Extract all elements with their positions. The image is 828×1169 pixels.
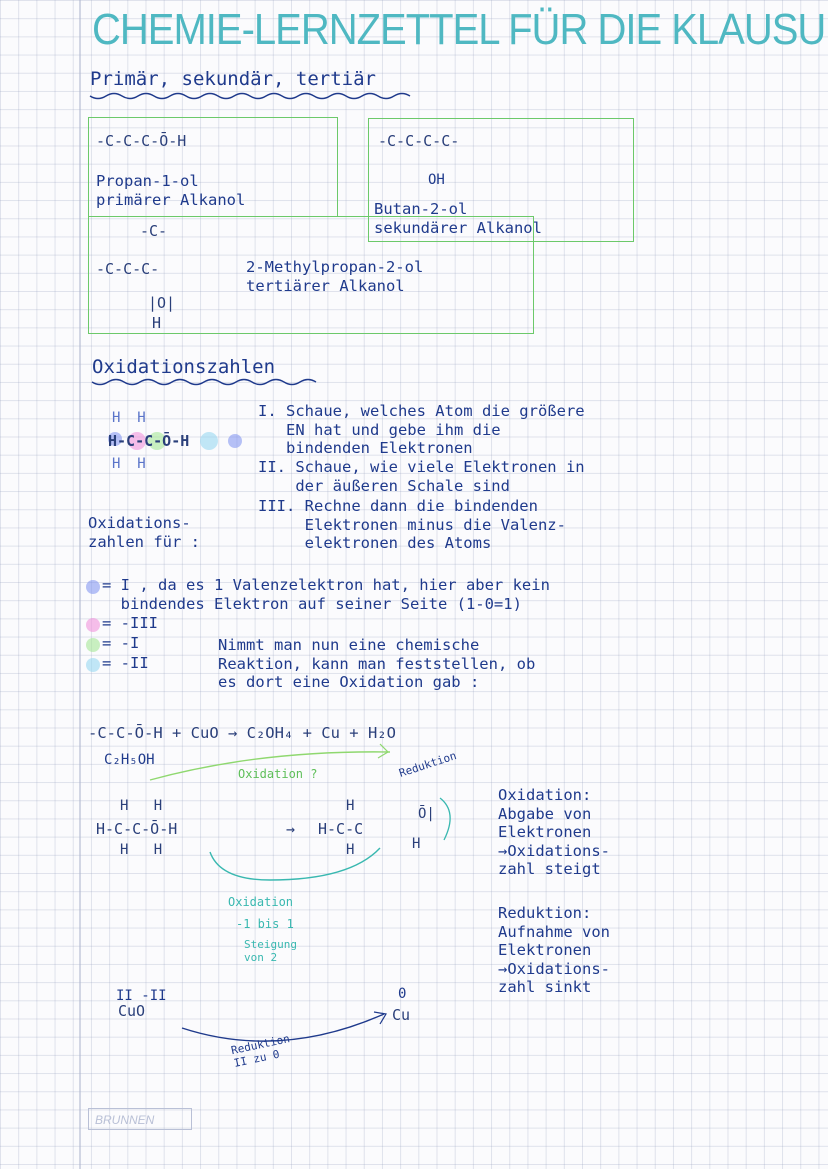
right-molecule: H-C-C xyxy=(318,820,364,838)
highlight-h-left xyxy=(108,432,122,446)
legend-text-4: = -II xyxy=(102,654,149,672)
methylpropanol-top: -C- xyxy=(140,222,168,240)
legend-swatch-2 xyxy=(86,618,100,632)
page-title: CHEMIE-LERNZETTEL FÜR DIE KLAUSUR xyxy=(92,6,828,54)
box-methylpropanol xyxy=(88,216,534,334)
step-2: II. Schaue, wie viele Elektronen in der … xyxy=(258,458,585,495)
highlight-h-right xyxy=(228,434,242,448)
change-rise: Steigung von 2 xyxy=(244,938,297,964)
definition-reduktion: Reduktion: Aufnahme von Elektronen →Oxid… xyxy=(498,904,610,996)
right-molecule-bottom-h: H xyxy=(346,842,355,858)
butanol-oh: OH xyxy=(428,172,445,188)
legend-swatch-3 xyxy=(86,638,100,652)
cu-oxidation-number: 0 xyxy=(398,986,407,1002)
box-butanol xyxy=(368,118,634,242)
legend-text-1: = I , da es 1 Valenzelektron hat, hier a… xyxy=(102,576,550,613)
propanol-type: primärer Alkanol xyxy=(96,191,246,209)
propanol-formula: -C-C-C-Ō-H xyxy=(96,132,187,150)
methylpropanol-h: H xyxy=(152,314,162,332)
right-molecule-o: Ō| xyxy=(418,806,435,822)
step-1: I. Schaue, welches Atom die größere EN h… xyxy=(258,402,585,457)
methylpropanol-type: tertiärer Alkanol xyxy=(246,277,405,295)
reaction-equation: -C-C-Ō-H + CuO → C₂OH₄ + Cu + H₂O xyxy=(88,724,396,742)
oxidation-molecule: H-C-C-Ō-H xyxy=(108,432,190,450)
right-molecule-top-h: H xyxy=(346,798,355,814)
legend-swatch-1 xyxy=(86,580,100,594)
oxidation-molecule-bottom-h: H H xyxy=(112,456,146,472)
butanol-type: sekundärer Alkanol xyxy=(374,219,542,237)
butanol-name: Butan-2-ol xyxy=(374,200,468,218)
highlight-c1 xyxy=(128,432,146,450)
butanol-formula: -C-C-C-C- xyxy=(378,132,460,150)
oxidation-label-2: Oxidation xyxy=(228,895,294,909)
oxidation-label: Oxidations- zahlen für : xyxy=(88,514,200,551)
propanol-name: Propan-1-ol xyxy=(96,172,199,190)
cu-formula: Cu xyxy=(392,1006,411,1024)
left-molecule: H-C-C-Ō-H xyxy=(96,820,178,838)
step-3: III. Rechne dann die bindenden Elektrone… xyxy=(258,497,566,552)
ethanol-formula: C₂H₅OH xyxy=(104,752,155,768)
definition-oxidation: Oxidation: Abgabe von Elektronen →Oxidat… xyxy=(498,786,610,878)
arrow-reaction: → xyxy=(286,820,296,838)
section-heading-primary: Primär, sekundär, tertiär xyxy=(90,68,376,90)
brand-stamp: BRUNNEN xyxy=(88,1108,192,1130)
cuo-oxidation-numbers: II -II xyxy=(116,988,167,1004)
legend-swatch-4 xyxy=(86,658,100,672)
cuo-formula: CuO xyxy=(118,1002,146,1020)
right-molecule-h2: H xyxy=(412,836,421,852)
change-range: -1 bis 1 xyxy=(236,917,294,931)
highlight-c2 xyxy=(148,432,166,450)
oxidation-molecule-top-h: H H xyxy=(112,410,146,426)
left-molecule-bottom-h: H H xyxy=(120,842,163,858)
section-heading-oxidation: Oxidationszahlen xyxy=(92,356,276,378)
oxidation-question: Oxidation ? xyxy=(238,767,318,781)
reaction-note: Nimmt man nun eine chemische Reaktion, k… xyxy=(218,636,536,691)
methylpropanol-formula: -C-C-C- xyxy=(96,260,160,278)
highlight-o xyxy=(200,432,218,450)
legend-text-2: = -III xyxy=(102,614,158,632)
left-molecule-top-h: H H xyxy=(120,798,163,814)
legend-text-3: = -I xyxy=(102,634,140,652)
methylpropanol-o: |O| xyxy=(148,294,176,312)
methylpropanol-name: 2-Methylpropan-2-ol xyxy=(246,258,424,276)
